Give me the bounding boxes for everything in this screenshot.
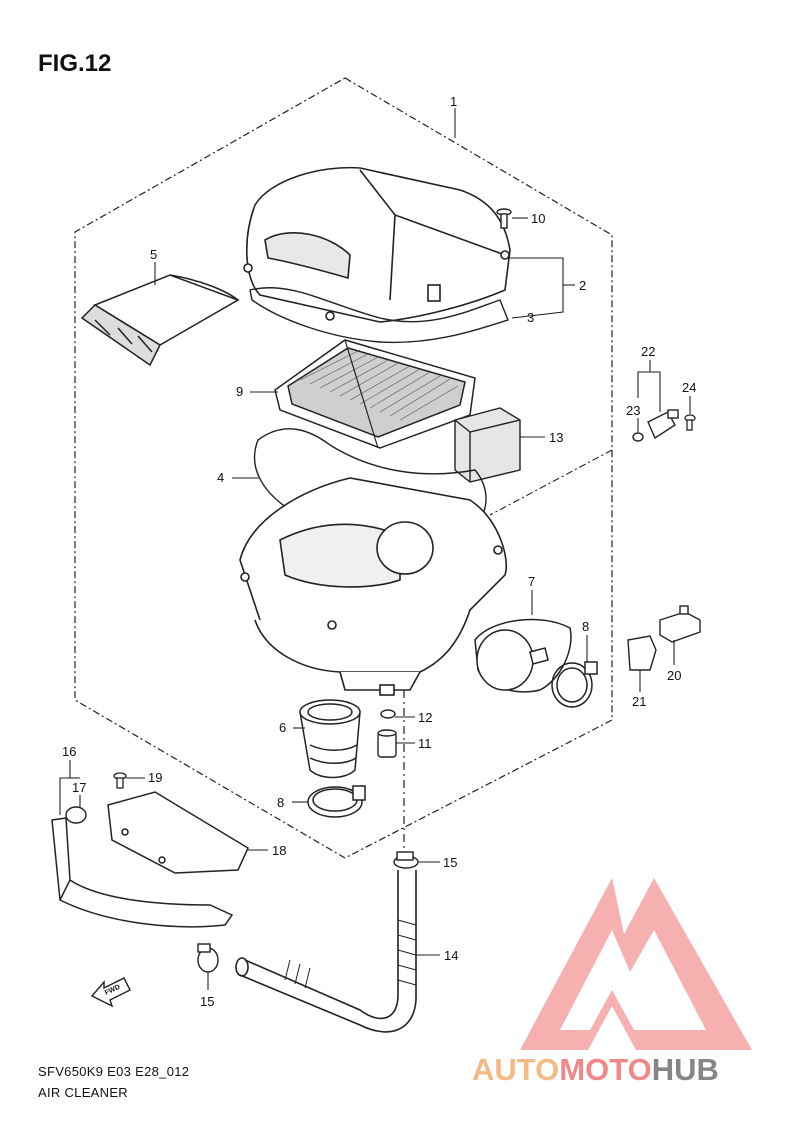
callout-label: 22 (641, 344, 655, 359)
assembly-boundary (74, 77, 613, 859)
part-sensor-22 (647, 409, 679, 440)
part-drain-hose (235, 870, 417, 1033)
callout-label: 17 (72, 780, 86, 795)
part-intake-duct (80, 274, 240, 367)
callout-numbers: 1 2 3 4 5 6 7 8 8 9 10 11 12 13 14 15 15… (62, 94, 696, 1009)
callout-label: 23 (626, 403, 640, 418)
callout-label: 14 (444, 948, 458, 963)
callout-label: 13 (549, 430, 563, 445)
callout-label: 15 (443, 855, 457, 870)
part-grommet-17 (65, 806, 87, 824)
callout-label: 2 (579, 278, 586, 293)
part-drain-cap (377, 729, 397, 758)
part-connector-tube (474, 618, 572, 693)
fwd-arrow-icon: FWD (90, 977, 131, 1008)
callout-label: 9 (236, 384, 243, 399)
watermark-logo: AUTOMOTOHUB (472, 878, 752, 1087)
part-o-ring-23 (632, 432, 644, 442)
watermark-text-moto: MOTO (559, 1052, 651, 1087)
callout-label: 24 (682, 380, 696, 395)
callout-label: 8 (582, 619, 589, 634)
callout-label: 11 (418, 736, 432, 751)
part-screw-24 (684, 414, 696, 431)
callout-label: 21 (632, 694, 646, 709)
figure-code: SFV650K9 E03 E28_012 (38, 1064, 190, 1079)
part-hose-clamp-15-upper (393, 851, 419, 869)
part-clip-12 (380, 709, 396, 719)
callout-label: 7 (528, 574, 535, 589)
part-screw-10 (496, 208, 512, 229)
callout-label: 20 (667, 668, 681, 683)
part-upper-cover (243, 166, 511, 323)
part-pad (454, 407, 521, 483)
callout-label: 18 (272, 843, 286, 858)
figure-name: AIR CLEANER (38, 1085, 128, 1100)
callout-label: 16 (62, 744, 76, 759)
part-clamp-8-lower (307, 785, 366, 818)
part-bracket-16 (51, 817, 234, 928)
part-screw-19 (113, 772, 127, 789)
part-inlet-boot (299, 699, 361, 779)
part-sensor-holder-21 (627, 635, 657, 671)
callout-label: 10 (531, 211, 545, 226)
part-lower-case (239, 477, 507, 696)
callout-label: 3 (527, 310, 534, 325)
callout-label: 6 (279, 720, 286, 735)
callout-label: 8 (277, 795, 284, 810)
callout-label: 15 (200, 994, 214, 1009)
figure-title: FIG.12 (38, 50, 112, 77)
part-upper-seal (249, 286, 509, 344)
part-cover-plate-18 (107, 791, 249, 874)
part-hose-clamp-15-lower (197, 943, 219, 973)
callout-label: 5 (150, 247, 157, 262)
watermark-text-auto: AUTO (472, 1052, 559, 1087)
part-clamp-8-upper (551, 661, 598, 708)
callout-label: 12 (418, 710, 432, 725)
callout-label: 1 (450, 94, 457, 109)
part-filter-element (274, 339, 476, 449)
watermark-text-hub: HUB (652, 1052, 719, 1087)
callout-label: 19 (148, 770, 162, 785)
svg-text:AUTOMOTOHUB: AUTOMOTOHUB (472, 1052, 719, 1087)
leader-lines (59, 108, 691, 990)
part-sensor-20 (659, 605, 701, 643)
callout-label: 4 (217, 470, 224, 485)
